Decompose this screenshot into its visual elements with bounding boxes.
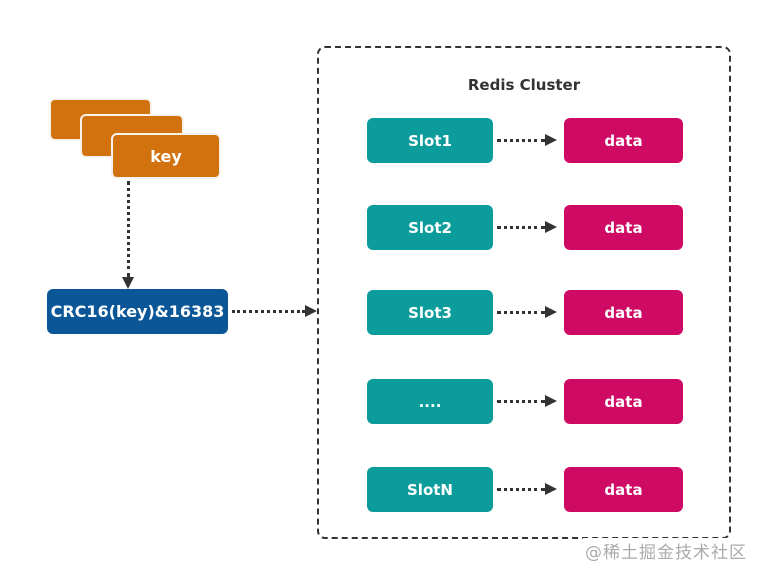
arrowhead-right-icon	[545, 221, 557, 233]
arrowhead-right-icon	[305, 305, 317, 317]
cluster-container	[317, 46, 731, 539]
arrowhead-right-icon	[545, 134, 557, 146]
hash-label: CRC16(key)&16383	[50, 302, 225, 321]
arrow-slot-to-data	[497, 488, 545, 491]
slot-label: Slot1	[408, 131, 452, 150]
slot-row: Slot2 data	[0, 205, 763, 250]
data-label: data	[604, 131, 643, 150]
slot-label: Slot3	[408, 303, 452, 322]
arrow-slot-to-data	[497, 311, 545, 314]
slot-box: Slot1	[367, 118, 493, 163]
data-box: data	[564, 467, 683, 512]
arrowhead-right-icon	[545, 306, 557, 318]
cluster-title: Redis Cluster	[467, 76, 581, 94]
data-label: data	[604, 392, 643, 411]
slot-row: .... data	[0, 379, 763, 424]
data-label: data	[604, 218, 643, 237]
slot-box: Slot3	[367, 290, 493, 335]
watermark: @稀土掘金技术社区	[583, 538, 749, 563]
key-card: key	[111, 133, 221, 179]
slot-box: ....	[367, 379, 493, 424]
arrow-key-to-hash	[127, 181, 130, 277]
data-box: data	[564, 379, 683, 424]
arrow-slot-to-data	[497, 139, 545, 142]
slot-label: SlotN	[407, 480, 453, 499]
data-box: data	[564, 290, 683, 335]
data-label: data	[604, 480, 643, 499]
slot-box: Slot2	[367, 205, 493, 250]
hash-box: CRC16(key)&16383	[47, 289, 228, 334]
slot-row: Slot1 data	[0, 118, 763, 163]
arrow-slot-to-data	[497, 400, 545, 403]
data-box: data	[564, 205, 683, 250]
arrowhead-down-icon	[122, 277, 134, 289]
arrowhead-right-icon	[545, 395, 557, 407]
arrow-slot-to-data	[497, 226, 545, 229]
arrow-hash-to-cluster	[232, 310, 305, 313]
key-label: key	[150, 146, 182, 166]
slot-label: ....	[418, 392, 442, 411]
slot-label: Slot2	[408, 218, 452, 237]
slot-row: Slot3 data	[0, 290, 763, 335]
slot-box: SlotN	[367, 467, 493, 512]
data-label: data	[604, 303, 643, 322]
arrowhead-right-icon	[545, 483, 557, 495]
slot-row: SlotN data	[0, 467, 763, 512]
data-box: data	[564, 118, 683, 163]
